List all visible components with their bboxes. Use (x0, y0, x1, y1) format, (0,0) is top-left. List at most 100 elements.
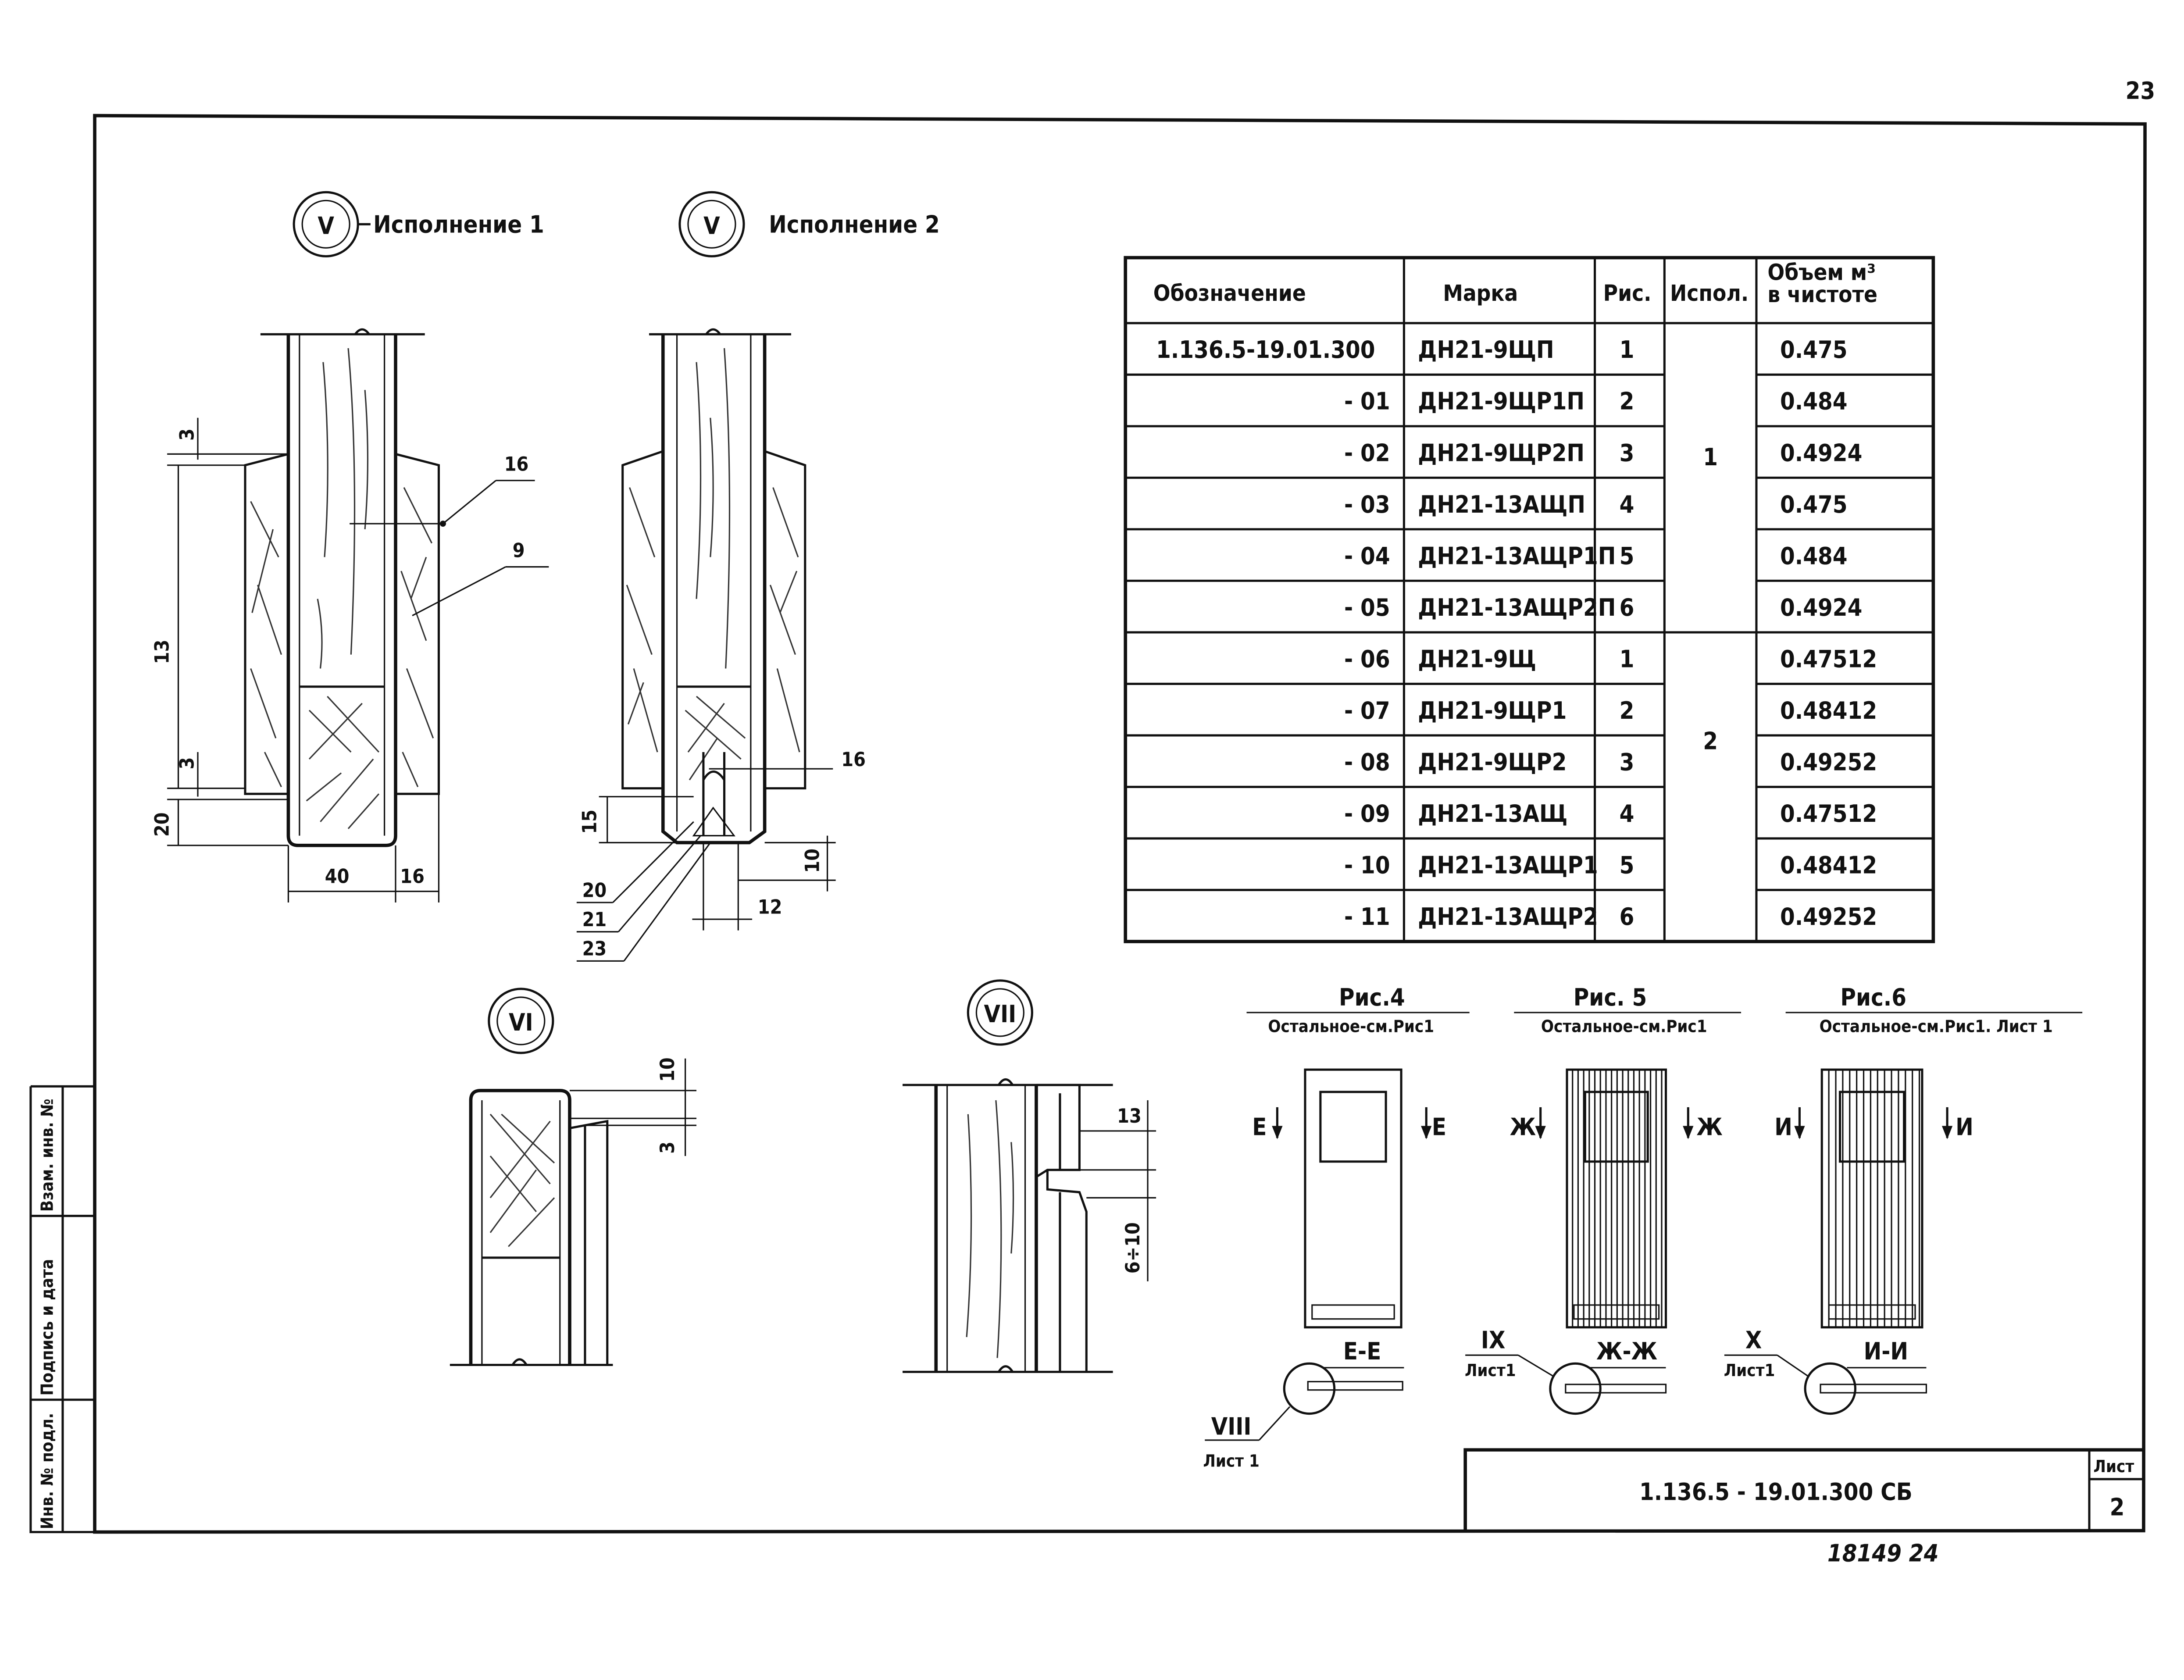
handwritten-number: 18149 24 (1827, 1539, 1938, 1567)
dim-10: 10 (802, 849, 824, 873)
callout-numeral: IX (1481, 1326, 1506, 1354)
sheet-label: Лист (2094, 1457, 2134, 1476)
callout-sheet: Лист1 (1465, 1361, 1516, 1380)
cell-volume: 0.48412 (1780, 697, 1877, 724)
dim-13: 13 (1117, 1105, 1142, 1127)
dim-12: 12 (758, 896, 782, 918)
stamp-podpis: Подпись и дата (38, 1259, 57, 1395)
cell-mark: ДН21-9ЩР1 (1418, 697, 1567, 724)
roman-numeral: VII (984, 1000, 1017, 1028)
cell-designation: - 07 (1344, 697, 1390, 724)
cell-mark: ДН21-13АЩП (1418, 491, 1585, 518)
figure-note: Остальное-см.Рис1. Лист 1 (1820, 1017, 2053, 1036)
stripe-hatching (1828, 1070, 1920, 1327)
section-mark-right: И (1956, 1113, 1973, 1141)
cell-volume: 0.49252 (1780, 748, 1877, 776)
dim-20: 20 (151, 812, 173, 837)
cell-volume: 0.484 (1780, 542, 1848, 570)
section-label: Ж-Ж (1596, 1338, 1657, 1365)
dim-3-bottom: 3 (176, 757, 198, 770)
cell-volume: 0.47512 (1780, 645, 1877, 673)
variant-caption: Исполнение 1 (373, 210, 544, 238)
variant-label-3: VI (488, 988, 554, 1054)
section-v-execution-1: 16 9 3 13 3 20 40 16 (151, 328, 549, 903)
cell-volume: 0.4924 (1780, 594, 1862, 621)
cell-mark: ДН21-9Щ (1418, 645, 1536, 673)
table-header: Обозначение Марка Рис. Испол. Объем м³ в… (1153, 259, 1877, 307)
header-mark: Марка (1443, 280, 1518, 306)
cell-mark: ДН21-9ЩР2П (1418, 439, 1584, 467)
cell-mark: ДН21-9ЩР2 (1418, 748, 1567, 776)
callout-9: 9 (513, 539, 525, 562)
figure-note: Остальное-см.Рис1 (1541, 1017, 1707, 1036)
callout-20: 20 (582, 879, 607, 902)
section-mark-left: И (1774, 1113, 1792, 1141)
cell-fig: 1 (1620, 336, 1634, 364)
cell-designation: - 04 (1344, 542, 1390, 570)
callout-sheet: Лист 1 (1203, 1451, 1259, 1470)
header-fig: Рис. (1603, 280, 1652, 306)
dim-13: 13 (151, 640, 173, 664)
header-designation: Обозначение (1153, 280, 1306, 306)
cell-mark: ДН21-9ЩП (1418, 336, 1554, 364)
header-volume: Объем м³ (1767, 259, 1876, 285)
variant-label-4: VII (967, 979, 1033, 1046)
dim-6-10: 6÷10 (1122, 1222, 1144, 1273)
cell-volume: 0.49252 (1780, 903, 1877, 931)
cell-designation: 1.136.5-19.01.300 (1156, 336, 1375, 364)
cell-mark: ДН21-13АЩР1 (1418, 851, 1598, 879)
dim-3: 3 (657, 1141, 679, 1154)
group-ispoln-2: 2 (1703, 728, 1718, 755)
section-vi: 10 3 (450, 1057, 697, 1366)
callout-21: 21 (582, 909, 607, 931)
section-v-execution-2: 16 15 10 12 20 21 23 (576, 328, 866, 962)
cell-mark: ДН21-13АЩР2П (1418, 594, 1616, 621)
variant-caption: Исполнение 2 (769, 210, 940, 238)
cell-fig: 6 (1620, 903, 1634, 931)
sheet-number: 2 (2110, 1493, 2125, 1521)
cell-designation: - 09 (1344, 800, 1390, 828)
callout-sheet: Лист1 (1724, 1361, 1775, 1380)
header-volume-sub: в чистоте (1767, 282, 1877, 307)
dim-40: 40 (325, 866, 350, 888)
cell-designation: - 03 (1344, 491, 1390, 518)
cell-designation: - 02 (1344, 439, 1390, 467)
cell-volume: 0.4924 (1780, 439, 1862, 467)
roman-numeral: V (703, 212, 720, 240)
cell-fig: 2 (1620, 388, 1634, 415)
cell-volume: 0.48412 (1780, 851, 1877, 879)
dim-3-top: 3 (176, 428, 198, 441)
figure-rис-6: Рис.6 Остальное-см.Рис1. Лист 1 И И И-И … (1724, 984, 2083, 1415)
cell-mark: ДН21-13АЩ (1418, 800, 1567, 828)
cell-designation: - 06 (1344, 645, 1390, 673)
roman-numeral: V (318, 212, 334, 240)
cell-designation: - 11 (1344, 903, 1390, 931)
callout-numeral: VIII (1211, 1412, 1252, 1440)
section-vii: 13 6÷10 (903, 1078, 1156, 1373)
table-row: - 07 ДН21-9ЩР1 2 0.48412 (1125, 682, 1934, 724)
cell-fig: 4 (1620, 800, 1634, 828)
cell-fig: 2 (1620, 697, 1634, 724)
cell-fig: 3 (1620, 439, 1634, 467)
cell-mark: ДН21-9ЩР1П (1418, 388, 1584, 415)
cell-designation: - 05 (1344, 594, 1390, 621)
cell-volume: 0.475 (1780, 491, 1848, 518)
section-mark-left: Ж (1510, 1113, 1536, 1141)
cell-designation: - 08 (1344, 748, 1390, 776)
callout-16: 16 (841, 749, 866, 771)
cell-fig: 5 (1620, 542, 1634, 570)
figure-rис-5: Рис. 5 Остальное-см.Рис1 Ж Ж Ж-Ж IX Лист… (1465, 984, 1741, 1415)
callout-numeral: X (1745, 1326, 1762, 1354)
roman-numeral: VI (509, 1009, 533, 1036)
cell-fig: 5 (1620, 851, 1634, 879)
cell-mark: ДН21-13АЩР1П (1418, 542, 1616, 570)
document-code: 1.136.5 - 19.01.300 СБ (1639, 1478, 1913, 1506)
section-mark-right: Е (1432, 1113, 1446, 1141)
